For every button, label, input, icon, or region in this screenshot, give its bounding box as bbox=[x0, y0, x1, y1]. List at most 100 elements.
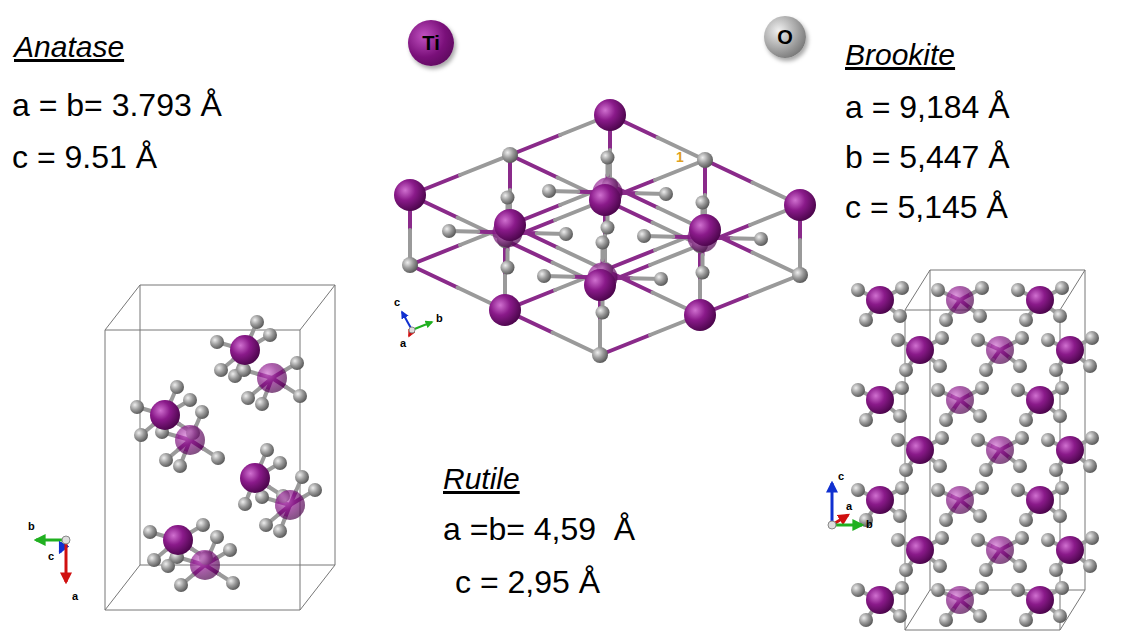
o-atom bbox=[1011, 283, 1025, 297]
ti-atom bbox=[489, 294, 521, 326]
ti-atom bbox=[230, 335, 260, 365]
o-atom bbox=[754, 232, 768, 246]
o-atom bbox=[143, 525, 157, 539]
element-symbol: Ti bbox=[422, 32, 439, 55]
o-atom bbox=[979, 463, 993, 477]
axis-label: a bbox=[400, 337, 406, 349]
o-atom bbox=[1055, 381, 1069, 395]
o-atom bbox=[210, 335, 224, 349]
o-atom bbox=[250, 315, 264, 329]
o-atom bbox=[859, 413, 873, 427]
o-atom bbox=[1055, 281, 1069, 295]
lattice-parameter: c = 9.51 Å bbox=[12, 140, 157, 175]
ti-atom bbox=[866, 586, 894, 614]
o-atom bbox=[851, 583, 865, 597]
o-atom bbox=[241, 391, 255, 405]
o-atom bbox=[851, 283, 865, 297]
o-atom bbox=[273, 524, 287, 538]
brookite-structure bbox=[851, 270, 1099, 630]
o-atom bbox=[1085, 431, 1099, 445]
o-atom bbox=[899, 463, 913, 477]
axis-triad bbox=[828, 483, 862, 529]
o-atom bbox=[295, 470, 309, 484]
axis-label: a bbox=[846, 500, 852, 512]
o-atom bbox=[973, 409, 987, 423]
ti-atom bbox=[257, 363, 287, 393]
o-atom bbox=[899, 363, 913, 377]
lattice-parameter: c = 2,95 Å bbox=[455, 565, 600, 600]
o-atom bbox=[592, 347, 608, 363]
o-atom bbox=[596, 236, 610, 250]
ti-atom bbox=[1026, 386, 1054, 414]
o-atom bbox=[895, 281, 909, 295]
ti-atom bbox=[946, 386, 974, 414]
ti-atom bbox=[906, 536, 934, 564]
o-atom bbox=[402, 257, 418, 273]
o-atom bbox=[1013, 559, 1027, 573]
lattice-parameter: a = b= 3.793 Å bbox=[12, 88, 222, 123]
o-atom bbox=[1041, 333, 1055, 347]
bond bbox=[510, 135, 560, 155]
o-atom bbox=[1085, 331, 1099, 345]
lattice-parameter: c = 5,145 Å bbox=[845, 190, 1008, 225]
o-atom bbox=[859, 313, 873, 327]
o-atom bbox=[1013, 359, 1027, 373]
o-atom bbox=[214, 363, 228, 377]
ti-atom bbox=[689, 214, 721, 246]
o-atom bbox=[601, 221, 615, 235]
o-atom bbox=[637, 229, 651, 243]
ti-atom bbox=[240, 463, 270, 493]
ti-atom bbox=[494, 209, 526, 241]
ti-atom bbox=[394, 179, 426, 211]
o-atom bbox=[939, 613, 953, 627]
ti-atom bbox=[986, 436, 1014, 464]
rutile-structure bbox=[394, 99, 816, 363]
phase-name: Rutile bbox=[443, 462, 520, 495]
o-atom-key: O bbox=[764, 16, 806, 58]
ti-atom bbox=[175, 425, 205, 455]
o-atom bbox=[893, 309, 907, 323]
o-atom bbox=[933, 559, 947, 573]
o-atom bbox=[1015, 531, 1029, 545]
o-atom bbox=[134, 428, 148, 442]
ti-atom bbox=[163, 525, 193, 555]
ti-atom bbox=[1056, 436, 1084, 464]
ti-atom bbox=[866, 386, 894, 414]
o-atom bbox=[979, 563, 993, 577]
callout-number: 1 bbox=[676, 150, 684, 165]
o-atom bbox=[255, 397, 269, 411]
o-atom bbox=[895, 381, 909, 395]
o-atom bbox=[1049, 463, 1063, 477]
o-atom bbox=[975, 281, 989, 295]
axis-triad bbox=[402, 312, 432, 336]
o-atom bbox=[1019, 313, 1033, 327]
o-atom bbox=[1085, 531, 1099, 545]
o-atom bbox=[308, 483, 322, 497]
o-atom bbox=[893, 609, 907, 623]
o-atom bbox=[851, 483, 865, 497]
o-atom bbox=[1013, 459, 1027, 473]
o-atom bbox=[931, 583, 945, 597]
o-atom bbox=[1053, 609, 1067, 623]
axis-label: b bbox=[866, 518, 873, 530]
o-atom bbox=[1053, 509, 1067, 523]
axis-label: c bbox=[394, 296, 400, 308]
o-atom bbox=[971, 433, 985, 447]
o-atom bbox=[1083, 359, 1097, 373]
o-atom bbox=[973, 309, 987, 323]
o-atom bbox=[1015, 431, 1029, 445]
o-atom bbox=[174, 578, 188, 592]
anatase-structure bbox=[105, 285, 335, 610]
o-atom bbox=[697, 152, 713, 168]
o-atom bbox=[537, 269, 551, 283]
o-atom bbox=[859, 613, 873, 627]
o-atom bbox=[891, 333, 905, 347]
bond bbox=[410, 245, 460, 265]
o-atom bbox=[659, 187, 673, 201]
o-atom bbox=[173, 459, 187, 473]
ti-atom bbox=[986, 336, 1014, 364]
bond bbox=[750, 275, 800, 295]
o-atom bbox=[1055, 481, 1069, 495]
lattice-parameter: a =b= 4,59 Å bbox=[443, 512, 635, 547]
o-atom bbox=[792, 267, 808, 283]
